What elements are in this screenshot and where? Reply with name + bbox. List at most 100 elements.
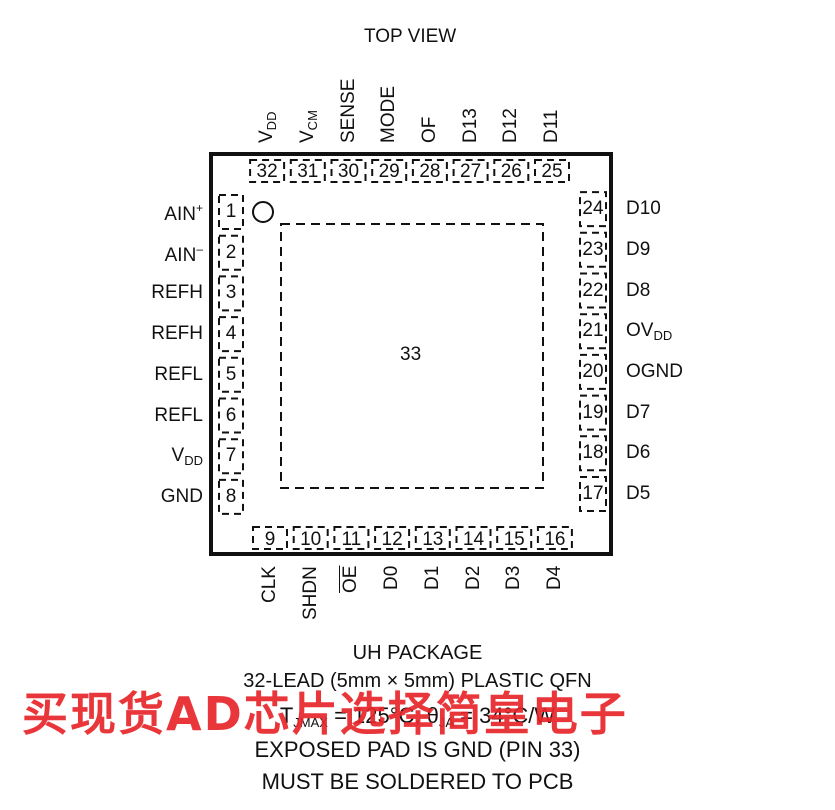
package-line-1: UH PACKAGE — [352, 642, 483, 664]
pin-number-1: 1 — [225, 201, 237, 222]
pin-number-5: 5 — [225, 363, 237, 385]
pin-name-22: D8 — [626, 279, 651, 301]
pad-bottom-12 — [374, 526, 411, 550]
pin-name-21: OVDD — [626, 320, 673, 344]
pad-bottom-16 — [536, 526, 573, 550]
pin-number-20: 20 — [582, 360, 604, 382]
pad-left-5 — [218, 356, 244, 393]
pin-number-6: 6 — [225, 404, 237, 426]
pin-name-10: SHDN — [299, 566, 321, 620]
pin-number-25: 25 — [541, 161, 563, 182]
pin-name-24: D10 — [626, 198, 661, 220]
pad-top-27 — [452, 159, 489, 183]
pad-left-3 — [218, 275, 244, 312]
pin-number-7: 7 — [225, 445, 237, 467]
pin-name-6: REFL — [154, 404, 203, 426]
pad-bottom-13 — [414, 526, 451, 550]
pad-top-29 — [371, 159, 408, 183]
pad-bottom-14 — [455, 526, 492, 550]
pin-name-8: GND — [160, 485, 203, 507]
pin-number-26: 26 — [500, 161, 522, 182]
center-pin-number: 33 — [400, 344, 422, 365]
pad-bottom-11 — [333, 526, 370, 550]
pad-bottom-10 — [292, 526, 329, 550]
package-line-3: TJMAX = 125°C, θJA = 34°C/W — [279, 703, 556, 730]
pad-top-31 — [289, 159, 326, 183]
pin-name-31: VCM — [296, 110, 320, 143]
pin-name-11: OE — [340, 565, 362, 593]
pin-name-32: VDD — [256, 111, 280, 143]
pin-number-24: 24 — [582, 198, 604, 220]
pin-number-30: 30 — [337, 161, 360, 182]
pin-name-15: D3 — [503, 565, 525, 590]
pin-number-23: 23 — [582, 238, 604, 260]
chip-body — [209, 152, 613, 556]
pad-left-2 — [218, 234, 244, 271]
pad-right-22 — [579, 272, 607, 309]
pin-name-27: D13 — [459, 108, 481, 143]
pin-number-19: 19 — [582, 401, 604, 423]
pin-name-4: REFH — [151, 323, 203, 345]
pin-number-9: 9 — [264, 529, 276, 550]
pad-left-1 — [218, 194, 244, 230]
pad-right-24 — [579, 191, 607, 228]
pad-left-4 — [218, 316, 244, 353]
pin-name-12: D0 — [381, 565, 403, 590]
pad-top-28 — [411, 159, 448, 183]
pin-name-29: MODE — [378, 86, 400, 143]
pin-number-28: 28 — [419, 161, 441, 182]
pad-bottom-9 — [252, 526, 288, 550]
pin-name-18: D6 — [626, 442, 651, 464]
pin-number-13: 13 — [422, 529, 444, 550]
pad-top-30 — [330, 159, 367, 183]
pin-name-9: CLK — [259, 566, 280, 603]
pad-right-23 — [579, 231, 607, 268]
pin-name-30: SENSE — [337, 78, 359, 143]
pin-name-5: REFL — [154, 363, 203, 385]
pin-number-17: 17 — [582, 483, 604, 504]
pin-number-4: 4 — [225, 323, 237, 345]
pad-left-7 — [218, 438, 244, 475]
pin-number-16: 16 — [544, 529, 566, 550]
pad-top-25 — [534, 159, 570, 183]
pin-name-20: OGND — [626, 360, 683, 382]
pin-number-27: 27 — [460, 161, 482, 182]
pad-top-32 — [249, 159, 286, 183]
pin-number-32: 32 — [256, 161, 278, 182]
pin-number-21: 21 — [582, 320, 604, 342]
package-line-2: 32-LEAD (5mm × 5mm) PLASTIC QFN — [243, 670, 592, 692]
pin-name-23: D9 — [626, 238, 651, 260]
pin-name-25: D11 — [541, 109, 562, 143]
pin-name-7: VDD — [171, 445, 203, 469]
pin-number-8: 8 — [225, 485, 237, 507]
pin-name-2: AIN– — [164, 241, 203, 266]
pin-name-17: D5 — [626, 483, 651, 504]
pad-top-26 — [493, 159, 530, 183]
pin-name-1: AIN+ — [164, 201, 203, 225]
pin-number-14: 14 — [462, 529, 485, 550]
pin-name-26: D12 — [500, 108, 522, 143]
pin-name-3: REFH — [151, 282, 203, 304]
pad-right-17 — [579, 476, 607, 512]
pad-right-21 — [579, 313, 607, 350]
pin-name-28: OF — [418, 116, 440, 143]
pin-name-14: D2 — [462, 565, 484, 590]
package-line-5: MUST BE SOLDERED TO PCB — [261, 769, 574, 794]
pin-number-31: 31 — [297, 161, 319, 182]
pin-number-29: 29 — [378, 161, 400, 182]
watermark-text: 买现货AD芯片选择简皇电子 — [22, 687, 628, 741]
pin-name-13: D1 — [421, 565, 443, 590]
pad-right-20 — [579, 353, 607, 390]
pin-number-2: 2 — [225, 241, 237, 263]
pin-number-15: 15 — [503, 529, 525, 550]
package-line-4: EXPOSED PAD IS GND (PIN 33) — [254, 737, 581, 762]
pin-number-18: 18 — [582, 442, 604, 464]
pad-left-8 — [218, 478, 244, 515]
pad-right-18 — [579, 435, 607, 472]
pad-right-19 — [579, 394, 607, 431]
pin-number-10: 10 — [300, 529, 322, 550]
pin1-marker — [252, 201, 274, 223]
pad-left-6 — [218, 397, 244, 434]
